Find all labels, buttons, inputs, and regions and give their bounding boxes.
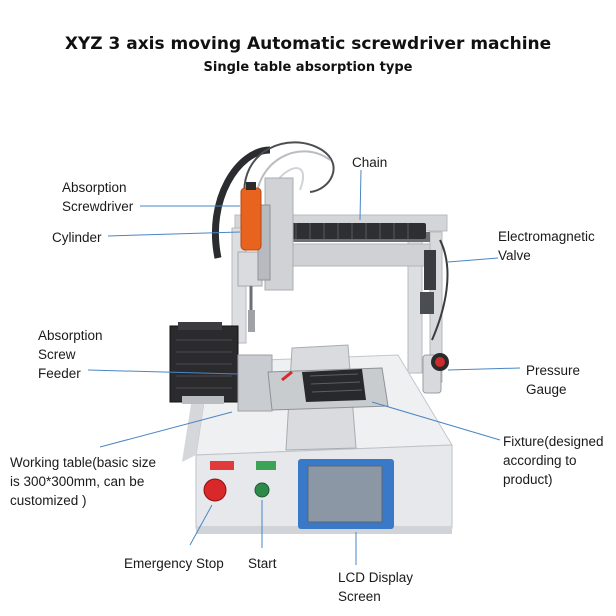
label-emergency-stop: Emergency Stop	[124, 556, 224, 571]
label-absorption-screwdriver-line2: Screwdriver	[62, 199, 134, 214]
label-absorption-screwdriver-line1: Absorption	[62, 180, 127, 195]
page-subtitle: Single table absorption type	[203, 60, 413, 75]
z-carriage	[237, 177, 294, 291]
label-cylinder: Cylinder	[52, 230, 102, 245]
label-working-table-line3: customized )	[10, 493, 87, 508]
label-electromagnetic-valve-line2: Valve	[498, 248, 531, 263]
lcd-screen	[298, 459, 394, 529]
fixture	[281, 369, 366, 402]
label-absorption-feeder-line1: Absorption	[38, 328, 103, 343]
label-fixture-line2: according to	[503, 453, 577, 468]
label-working-table-line2: is 300*300mm, can be	[10, 474, 145, 489]
label-electromagnetic-valve-line1: Electromagnetic	[498, 229, 595, 244]
control-panel	[203, 461, 276, 502]
label-start: Start	[248, 556, 277, 571]
label-fixture-line3: product)	[503, 472, 553, 487]
label-working-table-line1: Working table(basic size	[10, 455, 157, 470]
label-chain: Chain	[352, 155, 388, 170]
screw-feeder	[169, 322, 273, 412]
label-lcd-display-line1: LCD Display	[338, 570, 414, 585]
label-absorption-feeder-line3: Feeder	[38, 366, 81, 381]
label-lcd-display-line2: Screen	[338, 589, 381, 604]
leader-lines	[87, 169, 521, 565]
label-absorption-feeder-line2: Screw	[38, 347, 76, 362]
label-pressure-gauge-line1: Pressure	[526, 363, 581, 378]
label-pressure-gauge-line2: Gauge	[526, 382, 567, 397]
drag-chain	[211, 146, 426, 259]
pressure-gauge	[422, 353, 449, 394]
screwdriver-body	[240, 182, 262, 332]
label-fixture-line1: Fixture(designed	[503, 434, 604, 449]
page-title: XYZ 3 axis moving Automatic screwdriver …	[64, 34, 552, 54]
solenoid-valve	[420, 250, 436, 314]
